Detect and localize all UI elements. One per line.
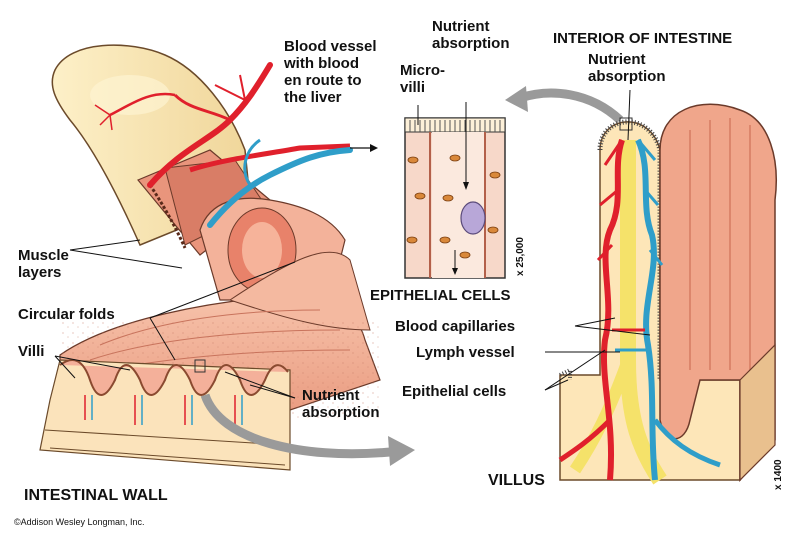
label-blood-capillaries: Blood capillaries xyxy=(395,318,516,335)
label-muscle-layers: Muscle layers xyxy=(18,247,69,281)
label-villus: VILLUS xyxy=(488,472,545,489)
label-lymph-vessel: Lymph vessel xyxy=(416,344,515,361)
magnification-villus: x 1400 xyxy=(773,459,784,490)
zoom-arrow-head-villus xyxy=(388,436,415,466)
villus-illustration xyxy=(558,103,777,485)
intestinal-wall-illustration xyxy=(39,44,381,471)
zoom-arrow-head-epithelial xyxy=(505,86,528,112)
label-epithelial-cells: Epithelial cells xyxy=(402,383,507,400)
label-nutrient-absorption-villus: Nutrient absorption xyxy=(588,51,666,85)
label-interior-of-intestine: INTERIOR OF INTESTINE xyxy=(553,30,733,47)
label-leader-lines xyxy=(54,89,651,399)
label-intestinal-wall: INTESTINAL WALL xyxy=(24,487,168,504)
label-villi: Villi xyxy=(18,343,45,360)
label-blood-vessel: Blood vessel with blood en route to the … xyxy=(284,38,377,106)
magnification-epithelial: x 25,000 xyxy=(515,237,526,276)
label-microvilli: Micro- villi xyxy=(400,62,445,96)
copyright-notice: ©Addison Wesley Longman, Inc. xyxy=(14,517,145,527)
label-nutrient-absorption-wall: Nutrient absorption xyxy=(302,387,380,421)
zoom-arrow-to-epithelial xyxy=(518,88,624,124)
label-epithelial-cells-caption: EPITHELIAL CELLS xyxy=(370,287,511,304)
label-circular-folds: Circular folds xyxy=(18,306,115,323)
zoom-arrow-to-villus xyxy=(200,393,391,459)
epithelial-cells-panel xyxy=(404,102,506,279)
label-nutrient-absorption-top: Nutrient absorption xyxy=(432,18,510,52)
blood-vessel-tree xyxy=(94,62,378,228)
